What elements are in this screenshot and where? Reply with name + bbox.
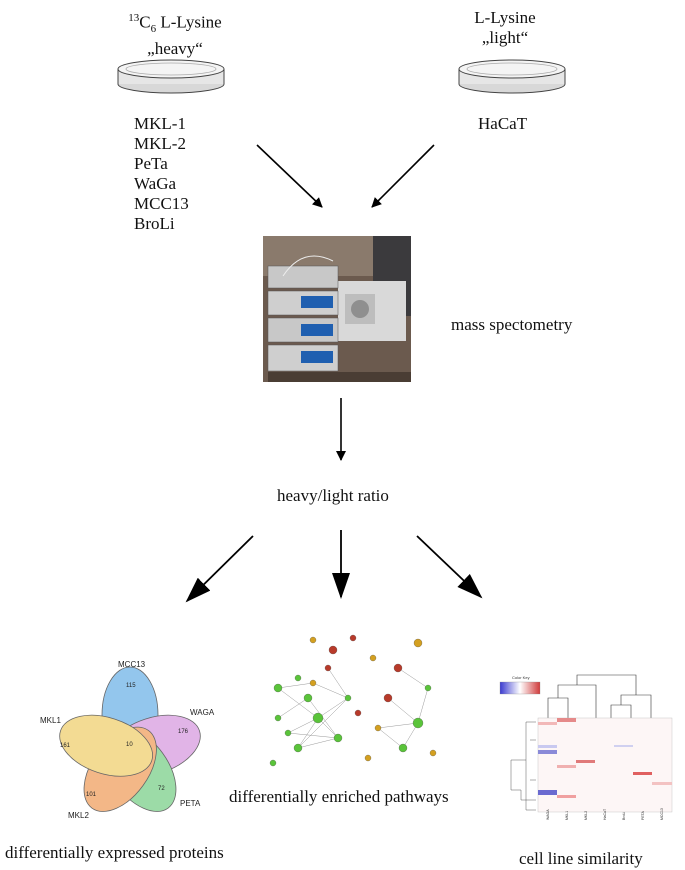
venn-label-mkl1: MKL1 [40,716,61,725]
heatmap-col-mkl1: MKL1 [565,811,569,820]
venn-unique-mkl2: 101 [86,792,97,798]
cell-line-heatmap: Color Key WAGA MKL1 MKL2 HaCaT BroLi PET… [499,674,673,820]
venn-label-peta: PETA [180,799,201,808]
isotope-superscript: 13 [128,12,140,24]
light-quote: „light“ [481,28,529,47]
heatmap-col-peta: PETA [641,810,645,820]
cell-line-mcc13: MCC13 [134,194,189,213]
arrow-ratio-to-heatmap [416,535,483,599]
heatmap-color-key [499,681,541,695]
venn-unique-peta: 72 [158,786,165,792]
venn-label-mcc13: MCC13 [118,660,146,669]
heavy-lysine-label: 13C6 L-Lysine „heavy“ [100,8,250,59]
heatmap-col-broli: BroLi [622,812,626,820]
venn-label-waga: WAGA [190,708,215,717]
cell-line-mkl1: MKL-1 [134,114,186,133]
light-cell-line-list: HaCaT [478,114,527,134]
heatmap-col-mkl2: MKL2 [584,811,588,820]
mass-spectrometer-photo [263,236,411,382]
venn-label-mkl2: MKL2 [68,811,89,820]
heavy-quote: „heavy“ [147,39,203,59]
venn-unique-mkl1: 161 [60,743,71,749]
heatmap-col-mcc13: MCC13 [660,808,664,820]
light-lysine-label: L-Lysine „light“ [440,8,570,48]
cell-line-broli: BroLi [134,214,175,233]
step-heavy-light-ratio: heavy/light ratio [277,486,389,505]
arrow-light-to-ms [371,144,435,208]
arrow-heavy-to-ms [256,144,323,208]
arrow-ratio-to-venn [185,535,254,603]
venn-caption: differentially expressed proteins [5,843,224,862]
cell-line-mkl2: MKL-2 [134,134,186,153]
network-caption: differentially enriched pathways [229,787,449,806]
light-lysine-name: L-Lysine [474,8,536,27]
venn-core-count: 10 [126,742,133,748]
cell-line-hacat: HaCaT [478,114,528,133]
heatmap-col-waga: WAGA [546,809,550,820]
step-mass-spectrometry: mass spectometry [451,315,573,334]
heavy-cell-line-list: MKL-1 MKL-2 PeTa WaGa MCC13 BroLi [134,114,189,234]
venn-diagram: MCC13 WAGA PETA MKL2 MKL1 115 176 72 101… [40,660,215,820]
heatmap-caption: cell line similarity [519,849,643,868]
venn-unique-mcc13: 115 [126,683,136,689]
cell-line-waga: WaGa [134,174,177,193]
cell-line-peta: PeTa [134,154,168,173]
carbon-symbol: C [139,12,151,32]
light-petri-dish-icon [458,59,566,94]
heatmap-color-key-label: Color Key [512,675,530,680]
venn-set-mkl1 [59,714,154,777]
isotope-subscript: 6 [150,23,157,36]
heavy-lysine-name: L-Lysine [156,12,222,32]
pathway-network [269,634,437,767]
heavy-petri-dish-icon [117,59,225,94]
venn-unique-waga: 176 [178,729,189,735]
heatmap-col-hacat: HaCaT [603,808,607,820]
